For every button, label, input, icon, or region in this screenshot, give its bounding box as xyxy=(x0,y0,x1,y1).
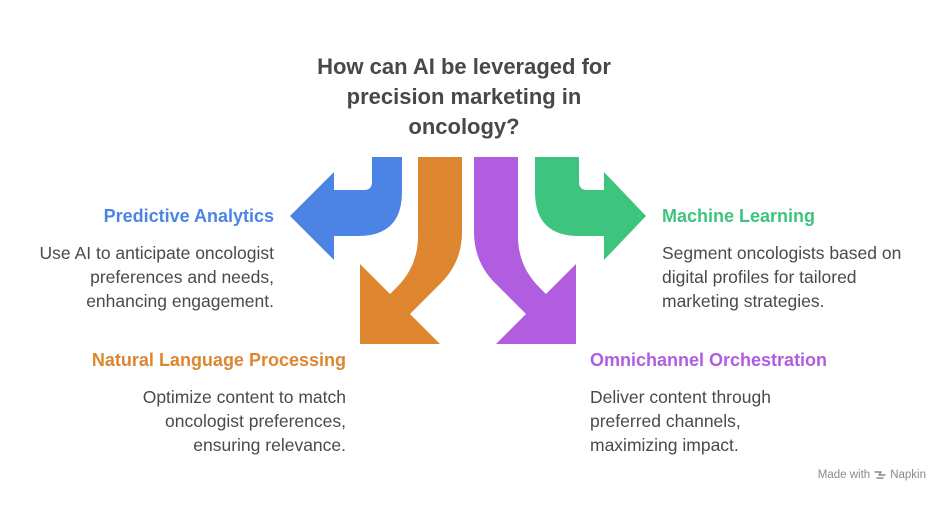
made-with-label: Made with xyxy=(817,469,871,481)
predictive-arrow xyxy=(290,157,402,260)
omnichannel-arrow xyxy=(474,157,576,344)
napkin-brand: Napkin xyxy=(890,469,926,481)
predictive-heading: Predictive Analytics xyxy=(103,206,274,226)
omnichannel-description: Deliver content through preferred channe… xyxy=(590,387,771,455)
diagram-title: How can AI be leveraged for precision ma… xyxy=(317,54,611,139)
predictive-description: Use AI to anticipate oncologist preferen… xyxy=(39,243,274,311)
ml-arrow xyxy=(535,157,646,260)
omnichannel-heading: Omnichannel Orchestration xyxy=(590,350,828,370)
napkin-logo-icon xyxy=(874,471,886,479)
nlp-heading: Natural Language Processing xyxy=(91,350,346,370)
ml-description: Segment oncologists based on digital pro… xyxy=(662,243,902,311)
nlp-description: Optimize content to match oncologist pre… xyxy=(142,387,346,455)
nlp-arrow xyxy=(360,157,462,344)
napkin-watermark: Made with Napkin xyxy=(818,469,926,481)
ml-heading: Machine Learning xyxy=(662,206,816,226)
